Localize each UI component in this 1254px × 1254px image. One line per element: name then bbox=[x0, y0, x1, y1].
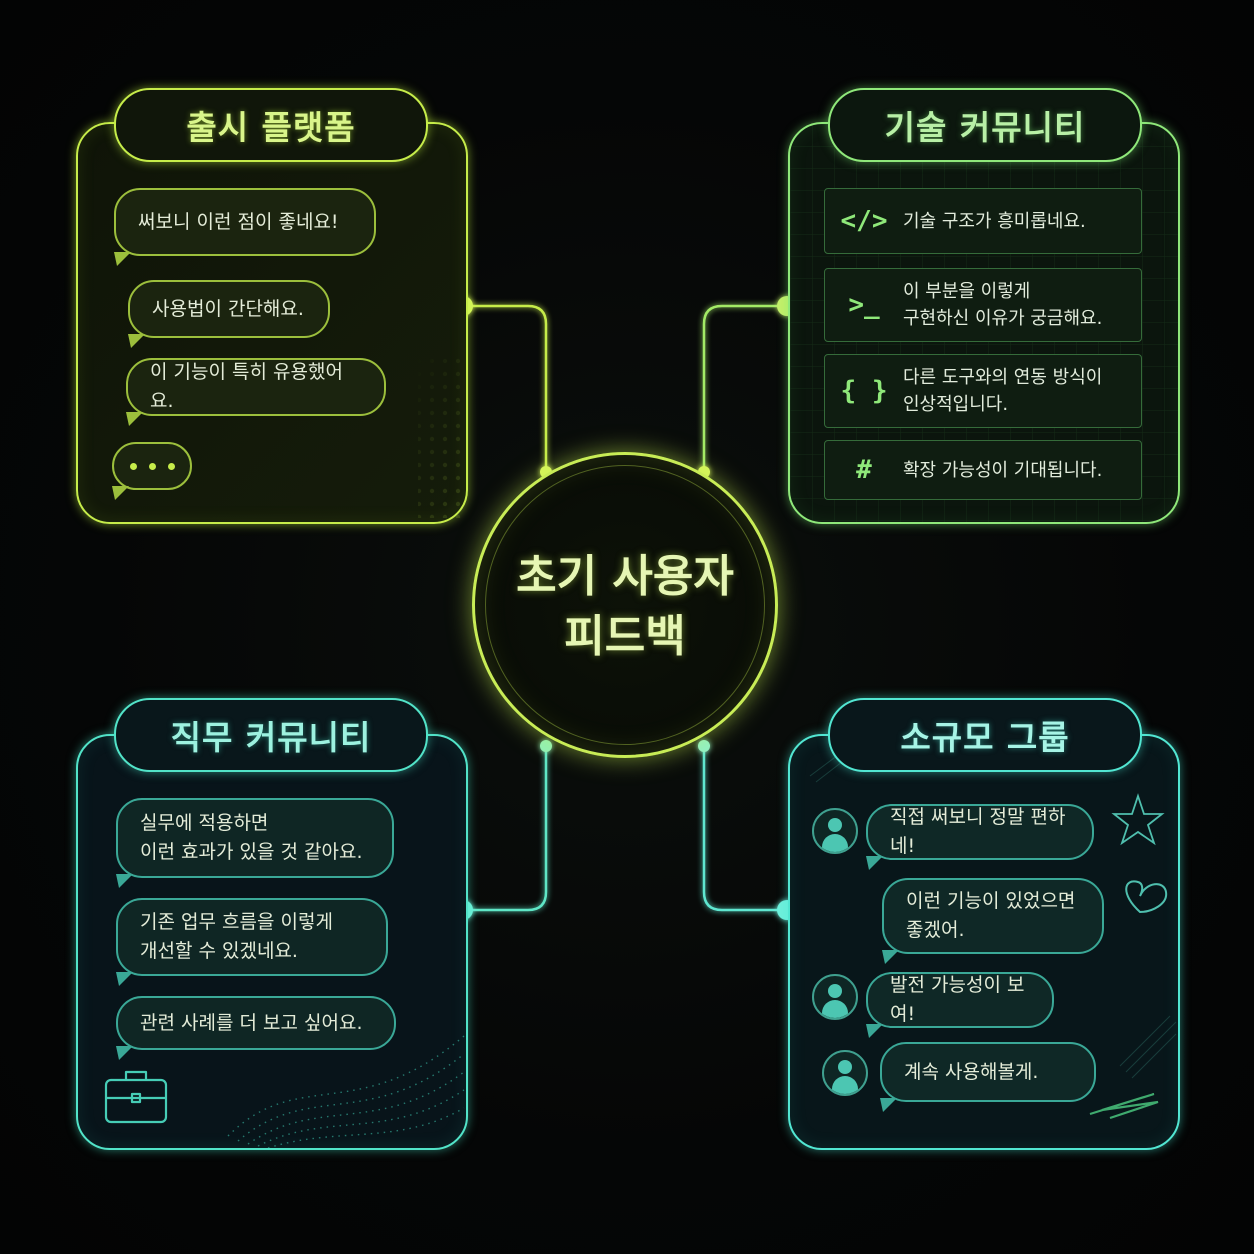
typing-dots-icon bbox=[129, 462, 175, 470]
typing-indicator-bubble bbox=[112, 442, 192, 500]
hub-title: 초기 사용자 피드백 bbox=[516, 551, 734, 662]
small-msg-4: 계속 사용해볼게. bbox=[880, 1042, 1096, 1112]
avatar bbox=[812, 974, 858, 1020]
panel-job-community: 실무에 적용하면 이런 효과가 있을 것 같아요. 기존 업무 흐름을 이렇게 … bbox=[76, 734, 468, 1150]
launch-bubble-2: 사용법이 간단해요. bbox=[128, 280, 330, 348]
hub-circle: 초기 사용자 피드백 bbox=[472, 452, 778, 758]
tag-small-group: 소규모 그룹 bbox=[828, 698, 1142, 772]
heart-icon bbox=[1125, 880, 1168, 914]
panel-tech-community: </> 기술 구조가 흥미롭네요. >_ 이 부분을 이렇게 구현하신 이유가 … bbox=[788, 122, 1180, 524]
connector-tech bbox=[702, 304, 787, 472]
tag-tech-community: 기술 커뮤니티 bbox=[828, 88, 1142, 162]
tag-job-community: 직무 커뮤니티 bbox=[114, 698, 428, 772]
scribble-icon bbox=[1089, 1092, 1159, 1120]
code-icon: </> bbox=[840, 205, 888, 236]
tech-row-4: # 확장 가능성이 기대됩니다. bbox=[824, 440, 1142, 500]
tech-row-3: { } 다른 도구와의 연동 방식이 인상적입니다. bbox=[824, 354, 1142, 428]
connector-job bbox=[463, 746, 548, 912]
job-bubble-2: 기존 업무 흐름을 이렇게 개선할 수 있겠네요. bbox=[116, 898, 388, 986]
connector-small bbox=[702, 746, 787, 912]
terminal-icon: >_ bbox=[848, 289, 880, 320]
small-msg-3: 발전 가능성이 보여! bbox=[866, 972, 1054, 1038]
avatar bbox=[812, 808, 858, 854]
panel-launch-platform: 써보니 이런 점이 좋네요! 사용법이 간단해요. 이 기능이 특히 유용했어요… bbox=[76, 122, 468, 524]
job-bubble-1: 실무에 적용하면 이런 효과가 있을 것 같아요. bbox=[116, 798, 394, 888]
connector-launch bbox=[463, 304, 548, 472]
star-icon bbox=[1111, 793, 1165, 846]
panel-small-group: 직접 써보니 정말 편하네! 이런 기능이 있었으면 좋겠어. 발전 가능성이 … bbox=[788, 734, 1180, 1150]
avatar bbox=[822, 1050, 868, 1096]
launch-bubble-3: 이 기능이 특히 유용했어요. bbox=[126, 358, 386, 426]
hash-icon: # bbox=[856, 454, 872, 485]
tech-row-1: </> 기술 구조가 흥미롭네요. bbox=[824, 188, 1142, 254]
small-msg-2: 이런 기능이 있었으면 좋겠어. bbox=[882, 878, 1104, 964]
briefcase-icon bbox=[104, 1070, 168, 1124]
launch-bubble-1: 써보니 이런 점이 좋네요! bbox=[114, 188, 376, 266]
tag-launch-platform: 출시 플랫폼 bbox=[114, 88, 428, 162]
braces-icon: { } bbox=[840, 375, 888, 406]
job-bubble-3: 관련 사례를 더 보고 싶어요. bbox=[116, 996, 396, 1060]
small-msg-1: 직접 써보니 정말 편하네! bbox=[866, 804, 1094, 870]
tech-row-2: >_ 이 부분을 이렇게 구현하신 이유가 궁금해요. bbox=[824, 268, 1142, 342]
wave-texture bbox=[227, 1035, 465, 1148]
